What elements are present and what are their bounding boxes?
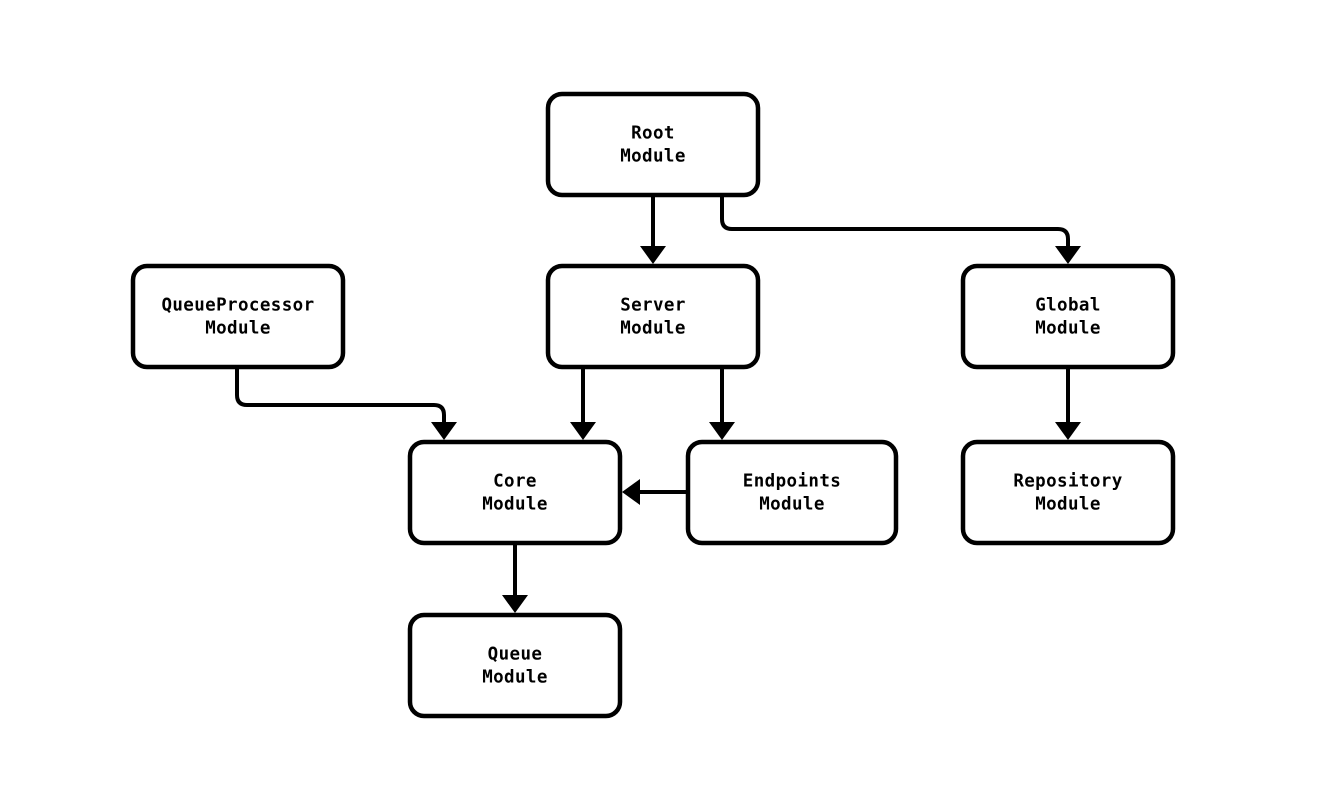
edge-queueprocessor-to-core <box>235 367 457 440</box>
edge-root-to-server <box>640 195 666 264</box>
node-box[interactable] <box>130 263 346 370</box>
node-label-line1: Server <box>620 296 686 316</box>
node-box[interactable] <box>407 439 623 546</box>
node-box[interactable] <box>407 612 623 719</box>
node-box[interactable] <box>960 439 1176 546</box>
arrowhead-icon <box>431 422 457 440</box>
edge-line <box>235 367 446 428</box>
node-label-line1: Endpoints <box>743 472 841 492</box>
edge-line <box>720 195 1070 252</box>
node-label-line1: Core <box>493 472 537 492</box>
arrowhead-icon <box>709 422 735 440</box>
node-label-line2: Module <box>205 319 271 339</box>
node-label-line2: Module <box>1035 495 1101 515</box>
edge-core-to-queue <box>502 543 528 613</box>
edge-root-to-global <box>720 195 1081 264</box>
arrowhead-icon <box>640 246 666 264</box>
edge-endpoints-to-core <box>622 479 688 505</box>
node-label-line2: Module <box>482 668 548 688</box>
node-box[interactable] <box>960 263 1176 370</box>
edge-server-to-core <box>570 367 596 440</box>
node-label-line2: Module <box>620 147 686 167</box>
node-label-line2: Module <box>759 495 825 515</box>
node-label-line2: Module <box>620 319 686 339</box>
edges-layer <box>235 195 1081 613</box>
node-label-line1: Queue <box>488 645 543 665</box>
arrowhead-icon <box>622 479 640 505</box>
node-label-line1: Repository <box>1013 472 1122 492</box>
node-label-line1: QueueProcessor <box>161 296 314 316</box>
node-box[interactable] <box>685 439 899 546</box>
node-label-line2: Module <box>482 495 548 515</box>
node-label-line1: Root <box>631 124 675 144</box>
arrowhead-icon <box>1055 246 1081 264</box>
node-box[interactable] <box>545 263 761 370</box>
node-box[interactable] <box>545 91 761 198</box>
arrowhead-icon <box>502 595 528 613</box>
edge-global-to-repository <box>1055 367 1081 440</box>
edge-server-to-endpoints <box>709 367 735 440</box>
arrowhead-icon <box>1055 422 1081 440</box>
node-label-line1: Global <box>1035 296 1101 316</box>
node-label-line2: Module <box>1035 319 1101 339</box>
arrowhead-icon <box>570 422 596 440</box>
